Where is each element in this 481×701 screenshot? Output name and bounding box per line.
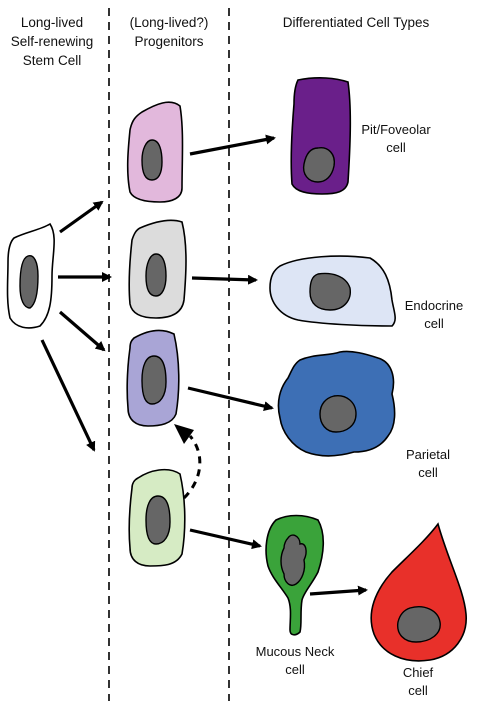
mucous-neck-cell-nucleus <box>280 534 307 586</box>
header-progenitors-line-2: Progenitors <box>134 34 204 49</box>
header-progenitors-line-1: (Long-lived?) <box>129 15 209 30</box>
progenitor-parietal-nucleus <box>141 355 167 405</box>
label-endocrine: Endocrine cell <box>392 297 476 333</box>
arrow-to-mucous-neck-cell <box>189 528 262 550</box>
arrow-to-endocrine-cell <box>191 274 258 285</box>
progenitor-mucous-nucleus <box>145 495 171 545</box>
label-mucous-neck-line-1: Mucous Neck <box>255 644 335 659</box>
header-progenitors: (Long-lived?) Progenitors <box>112 13 226 51</box>
label-mucous-neck: Mucous Neck cell <box>240 643 350 679</box>
label-chief: Chief cell <box>388 664 448 700</box>
progenitor-pit-nucleus <box>141 139 163 181</box>
label-mucous-neck-line-2: cell <box>285 662 305 677</box>
dashed-arrow-head <box>174 424 194 444</box>
label-parietal-line-1: Parietal <box>405 447 451 462</box>
label-parietal-line-2: cell <box>418 465 438 480</box>
dashed-arrow-mucous-to-parietal-progenitor <box>182 435 202 500</box>
arrow-mucous-neck-to-chief <box>309 585 368 596</box>
header-stem-line-3: Stem Cell <box>22 53 82 68</box>
label-chief-line-1: Chief <box>402 665 434 680</box>
pit-foveolar-cell-nucleus <box>302 147 335 183</box>
endocrine-cell-nucleus <box>309 272 351 311</box>
arrow-stem-to-parietal-progenitor <box>58 310 106 352</box>
label-pit-line-1: Pit/Foveolar <box>361 122 431 137</box>
progenitor-endocrine-nucleus <box>145 253 167 297</box>
chief-cell-body <box>370 522 467 662</box>
parietal-cell <box>277 350 396 457</box>
progenitor-parietal <box>126 329 180 427</box>
label-parietal: Parietal cell <box>390 446 466 482</box>
header-differentiated-line-1: Differentiated Cell Types <box>282 15 430 30</box>
chief-cell <box>370 522 467 662</box>
endocrine-cell <box>269 255 396 327</box>
label-endocrine-line-2: cell <box>424 316 444 331</box>
mucous-neck-cell <box>265 514 325 636</box>
label-endocrine-line-1: Endocrine <box>404 298 464 313</box>
progenitor-pit <box>126 101 184 203</box>
header-stem-cell: Long-lived Self-renewing Stem Cell <box>0 13 104 70</box>
progenitor-mucous <box>128 468 186 567</box>
arrow-to-pit-cell <box>189 134 276 156</box>
stem-cell-nucleus <box>19 255 39 309</box>
header-stem-line-2: Self-renewing <box>10 34 94 49</box>
header-differentiated: Differentiated Cell Types <box>238 13 474 32</box>
arrow-to-parietal-cell <box>187 386 274 412</box>
label-pit-line-2: cell <box>386 140 406 155</box>
parietal-cell-nucleus <box>319 395 357 433</box>
pit-foveolar-cell <box>290 77 352 195</box>
arrow-stem-to-mucous-progenitor <box>40 339 96 452</box>
label-chief-line-2: cell <box>408 683 428 698</box>
header-stem-line-1: Long-lived <box>20 15 84 30</box>
arrow-stem-to-pit-progenitor <box>59 200 104 234</box>
stem-cell <box>6 222 55 329</box>
chief-cell-nucleus <box>397 606 441 643</box>
label-pit-foveolar: Pit/Foveolar cell <box>348 121 444 157</box>
progenitor-endocrine <box>128 219 187 319</box>
